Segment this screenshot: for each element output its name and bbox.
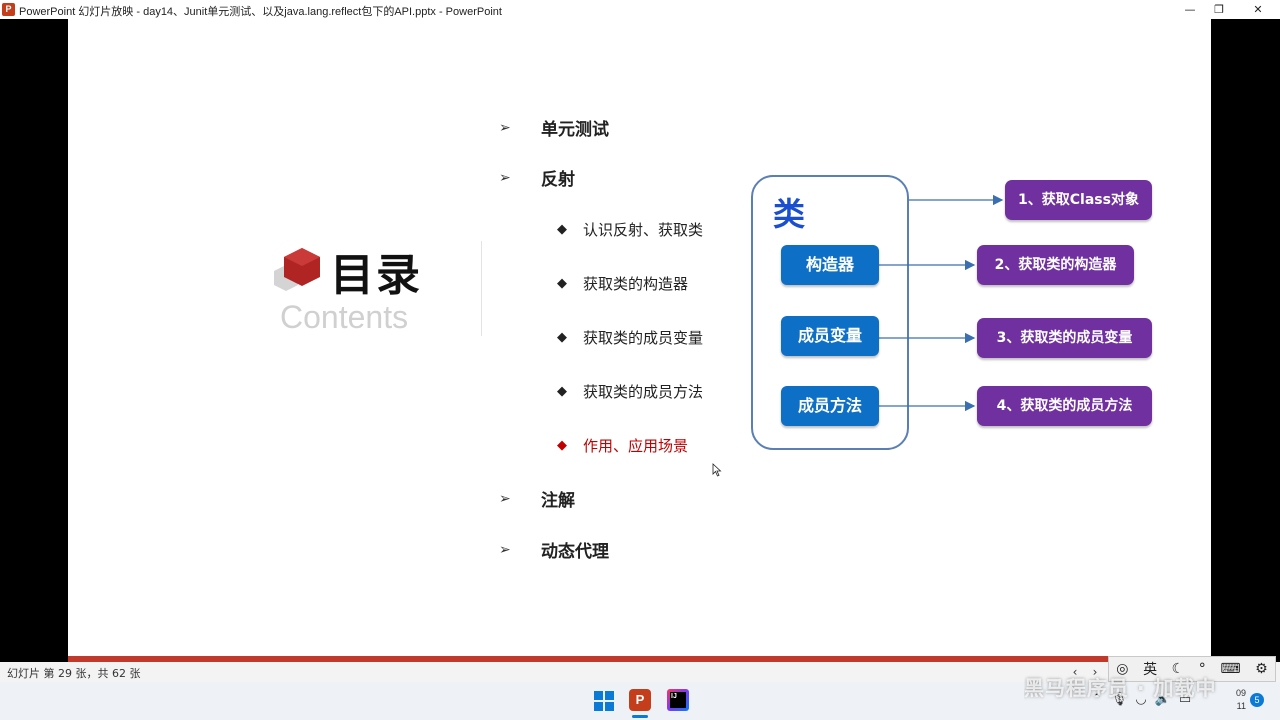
- step-get-class-object: 1、获取Class对象: [1005, 180, 1152, 220]
- constructor-box: 构造器: [781, 245, 879, 285]
- clock-line-2: 11: [1236, 701, 1246, 711]
- diamond-bullet-icon: ◆: [557, 384, 567, 399]
- active-app-indicator: [632, 715, 648, 718]
- window-titlebar: P PowerPoint 幻灯片放映 - day14、Junit单元测试、以及j…: [0, 0, 1280, 19]
- minimize-button[interactable]: —: [1184, 3, 1196, 16]
- wifi-icon[interactable]: ◡: [1135, 692, 1147, 707]
- clock-line-1: 09: [1235, 688, 1246, 698]
- subitem-label: 认识反射、获取类: [583, 221, 704, 239]
- close-button[interactable]: ✕: [1253, 3, 1263, 16]
- outline-item-dynamic-proxy[interactable]: ➢ 动态代理: [499, 537, 609, 563]
- subitem-know-reflection[interactable]: ◆ 认识反射、获取类: [557, 219, 703, 240]
- subitem-label: 获取类的构造器: [583, 275, 689, 293]
- outline-item-reflection[interactable]: ➢ 反射: [499, 165, 575, 191]
- outline-item-label: 注解: [541, 491, 575, 511]
- moon-icon[interactable]: ☾: [1171, 661, 1185, 677]
- system-tray: ⌃ 🎙 ◡ 🔈 ▭: [1086, 692, 1196, 707]
- contents-title: 目录: [330, 250, 422, 301]
- contents-subtitle: Contents: [280, 299, 409, 335]
- subitem-get-methods[interactable]: ◆ 获取类的成员方法: [557, 381, 703, 402]
- subitem-label: 获取类的成员变量: [583, 329, 704, 347]
- mouse-cursor-icon: [712, 463, 722, 477]
- slideshow-controls: ‹ ›: [1065, 662, 1105, 682]
- subitem-get-fields[interactable]: ◆ 获取类的成员变量: [557, 327, 703, 348]
- step-get-methods: 4、获取类的成员方法: [977, 386, 1152, 426]
- previous-slide-icon[interactable]: ‹: [1072, 665, 1078, 679]
- class-label: 类: [773, 195, 806, 233]
- ime-toolbar: ◎ 英 ☾ ° ⌨ ⚙: [1108, 656, 1276, 682]
- diamond-bullet-icon: ◆: [557, 222, 567, 237]
- diamond-bullet-icon: ◆: [557, 438, 567, 453]
- powerpoint-app-icon: P: [2, 3, 15, 16]
- keyboard-icon[interactable]: ⌨: [1220, 661, 1241, 677]
- subitem-get-constructor[interactable]: ◆ 获取类的构造器: [557, 273, 688, 294]
- outline-item-label: 反射: [541, 170, 575, 190]
- watermark-text: 黑马程序员 · 加载中: [1024, 676, 1217, 700]
- window-title: PowerPoint 幻灯片放映 - day14、Junit单元测试、以及jav…: [19, 6, 502, 18]
- fields-box: 成员变量: [781, 316, 879, 356]
- diamond-bullet-icon: ◆: [557, 330, 567, 345]
- methods-box: 成员方法: [781, 386, 879, 426]
- slide-canvas[interactable]: 目录 Contents ➢ 单元测试 ➢ 反射 ◆ 认识反射、获取类 ◆ 获取类…: [68, 19, 1211, 662]
- outline-item-unit-test[interactable]: ➢ 单元测试: [499, 115, 609, 141]
- microphone-icon[interactable]: 🎙: [1110, 692, 1128, 707]
- taskbar-intellij-icon[interactable]: IJ: [667, 689, 689, 711]
- arrow-bullet-icon: ➢: [499, 541, 511, 558]
- subitem-label: 作用、应用场景: [583, 437, 689, 455]
- diamond-bullet-icon: ◆: [557, 276, 567, 291]
- outline-item-annotation[interactable]: ➢ 注解: [499, 486, 575, 512]
- slide-counter: 幻灯片 第 29 张，共 62 张: [7, 667, 141, 680]
- arrow-bullet-icon: ➢: [499, 119, 511, 136]
- arrow-bullet-icon: ➢: [499, 169, 511, 186]
- subitem-usage-scenarios[interactable]: ◆ 作用、应用场景: [557, 435, 688, 456]
- punctuation-icon[interactable]: °: [1198, 661, 1206, 677]
- step-get-constructor: 2、获取类的构造器: [977, 245, 1134, 285]
- outline-item-label: 动态代理: [541, 542, 609, 562]
- ime-language-toggle[interactable]: 英: [1143, 662, 1158, 678]
- settings-gear-icon[interactable]: ⚙: [1255, 661, 1268, 677]
- vertical-divider: [481, 241, 482, 336]
- slide-footer-bar: [68, 656, 1211, 662]
- intellij-letters: IJ: [670, 692, 686, 708]
- subitem-label: 获取类的成员方法: [583, 383, 704, 401]
- taskbar-powerpoint-icon[interactable]: P: [629, 689, 651, 711]
- statusbar: 幻灯片 第 29 张，共 62 张 ‹ ›: [0, 662, 1280, 682]
- cube-logo-icon: [274, 248, 320, 291]
- speaker-icon[interactable]: 🔈: [1154, 692, 1172, 707]
- next-slide-icon[interactable]: ›: [1092, 665, 1098, 679]
- battery-icon[interactable]: ▭: [1178, 692, 1192, 707]
- ime-logo-icon[interactable]: ◎: [1116, 661, 1129, 677]
- restore-button[interactable]: ❐: [1214, 3, 1224, 16]
- class-container-box: [751, 175, 909, 450]
- outline-item-label: 单元测试: [541, 120, 609, 140]
- windows-start-icon[interactable]: [594, 691, 614, 711]
- chevron-up-icon[interactable]: ⌃: [1091, 692, 1103, 707]
- arrow-bullet-icon: ➢: [499, 490, 511, 507]
- step-get-fields: 3、获取类的成员变量: [977, 318, 1152, 358]
- notification-badge[interactable]: 5: [1250, 693, 1264, 707]
